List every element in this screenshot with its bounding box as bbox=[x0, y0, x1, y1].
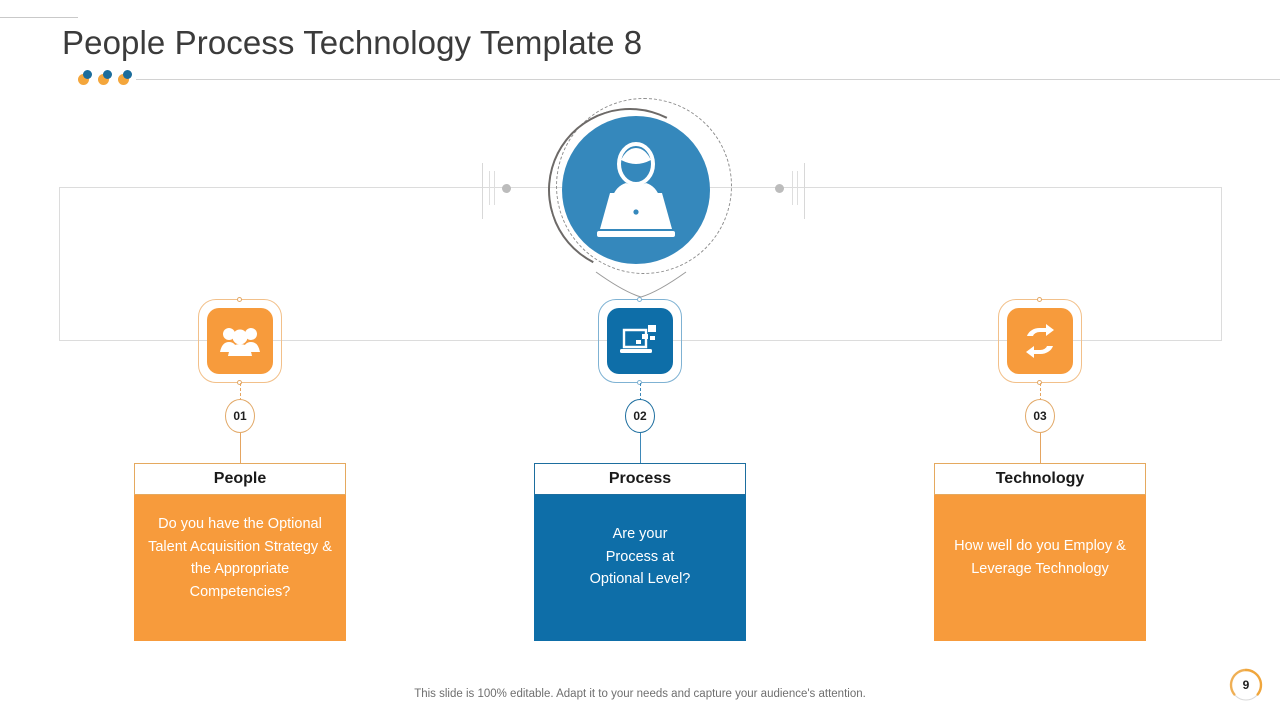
card-title-process: Process bbox=[534, 463, 746, 495]
card-title-people: People bbox=[134, 463, 346, 495]
accent-dot-orange-icon bbox=[118, 74, 129, 85]
step-badge-01: 01 bbox=[225, 399, 255, 433]
accent-dot-blue-icon bbox=[123, 70, 132, 79]
page-number: 9 bbox=[1242, 678, 1250, 692]
page-progress-ring-icon bbox=[1229, 668, 1263, 701]
person-at-laptop-icon bbox=[597, 142, 675, 237]
card-technology[interactable]: Technology How well do you Employ & Leve… bbox=[934, 463, 1146, 641]
laptop-data-flow-icon bbox=[620, 325, 656, 353]
accent-dot-orange-icon bbox=[78, 74, 89, 85]
hero-graphic bbox=[526, 86, 734, 298]
card-process[interactable]: Process Are your Process at Optional Lev… bbox=[534, 463, 746, 641]
marker-bar-icon bbox=[792, 171, 793, 205]
right-pause-marker bbox=[766, 163, 806, 219]
sync-arrows-icon bbox=[1026, 324, 1054, 358]
accent-dots bbox=[78, 70, 136, 88]
marker-bar-icon bbox=[494, 171, 495, 205]
node-process[interactable] bbox=[598, 297, 682, 385]
header-tick-rule bbox=[0, 17, 78, 18]
step-badge-03: 03 bbox=[1025, 399, 1055, 433]
connector-line-01 bbox=[240, 433, 241, 463]
card-text-technology: How well do you Employ & Leverage Techno… bbox=[934, 495, 1146, 641]
node-nub-icon bbox=[1037, 297, 1042, 302]
node-tile[interactable] bbox=[607, 308, 673, 374]
accent-dot-2 bbox=[98, 70, 118, 86]
accent-dot-3 bbox=[118, 70, 138, 86]
hero-dashed-ring bbox=[556, 98, 732, 274]
accent-dot-1 bbox=[78, 70, 98, 86]
connector-dash-03 bbox=[1040, 383, 1041, 401]
card-title-technology: Technology bbox=[934, 463, 1146, 495]
node-nub-icon bbox=[637, 297, 642, 302]
footer-note: This slide is 100% editable. Adapt it to… bbox=[414, 688, 866, 700]
marker-bar-icon bbox=[804, 163, 805, 219]
marker-dot-icon bbox=[775, 184, 784, 193]
card-text-process: Are your Process at Optional Level? bbox=[534, 495, 746, 641]
node-technology[interactable] bbox=[998, 297, 1082, 385]
accent-dot-blue-icon bbox=[83, 70, 92, 79]
node-people[interactable] bbox=[198, 297, 282, 385]
node-nub-icon bbox=[637, 380, 642, 385]
card-people[interactable]: People Do you have the Optional Talent A… bbox=[134, 463, 346, 641]
node-tile[interactable] bbox=[1007, 308, 1073, 374]
node-tile[interactable] bbox=[207, 308, 273, 374]
hero-chevron-icon bbox=[595, 271, 687, 298]
connector-line-03 bbox=[1040, 433, 1041, 463]
page-number-badge: 9 bbox=[1229, 668, 1263, 702]
hero-circle bbox=[562, 116, 710, 264]
accent-dot-blue-icon bbox=[103, 70, 112, 79]
left-pause-marker bbox=[481, 163, 521, 219]
people-group-icon bbox=[220, 328, 260, 356]
node-nub-icon bbox=[237, 297, 242, 302]
marker-dot-icon bbox=[502, 184, 511, 193]
page-title: People Process Technology Template 8 bbox=[62, 24, 643, 61]
connector-dash-01 bbox=[240, 383, 241, 401]
node-nub-icon bbox=[237, 380, 242, 385]
marker-bar-icon bbox=[489, 171, 490, 205]
connector-line-02 bbox=[640, 433, 641, 463]
node-nub-icon bbox=[1037, 380, 1042, 385]
card-text-people: Do you have the Optional Talent Acquisit… bbox=[134, 495, 346, 641]
header-rule bbox=[136, 79, 1280, 80]
connector-dash-02 bbox=[640, 383, 641, 401]
step-badge-02: 02 bbox=[625, 399, 655, 433]
accent-dot-orange-icon bbox=[98, 74, 109, 85]
marker-bar-icon bbox=[797, 171, 798, 205]
marker-bar-icon bbox=[482, 163, 483, 219]
